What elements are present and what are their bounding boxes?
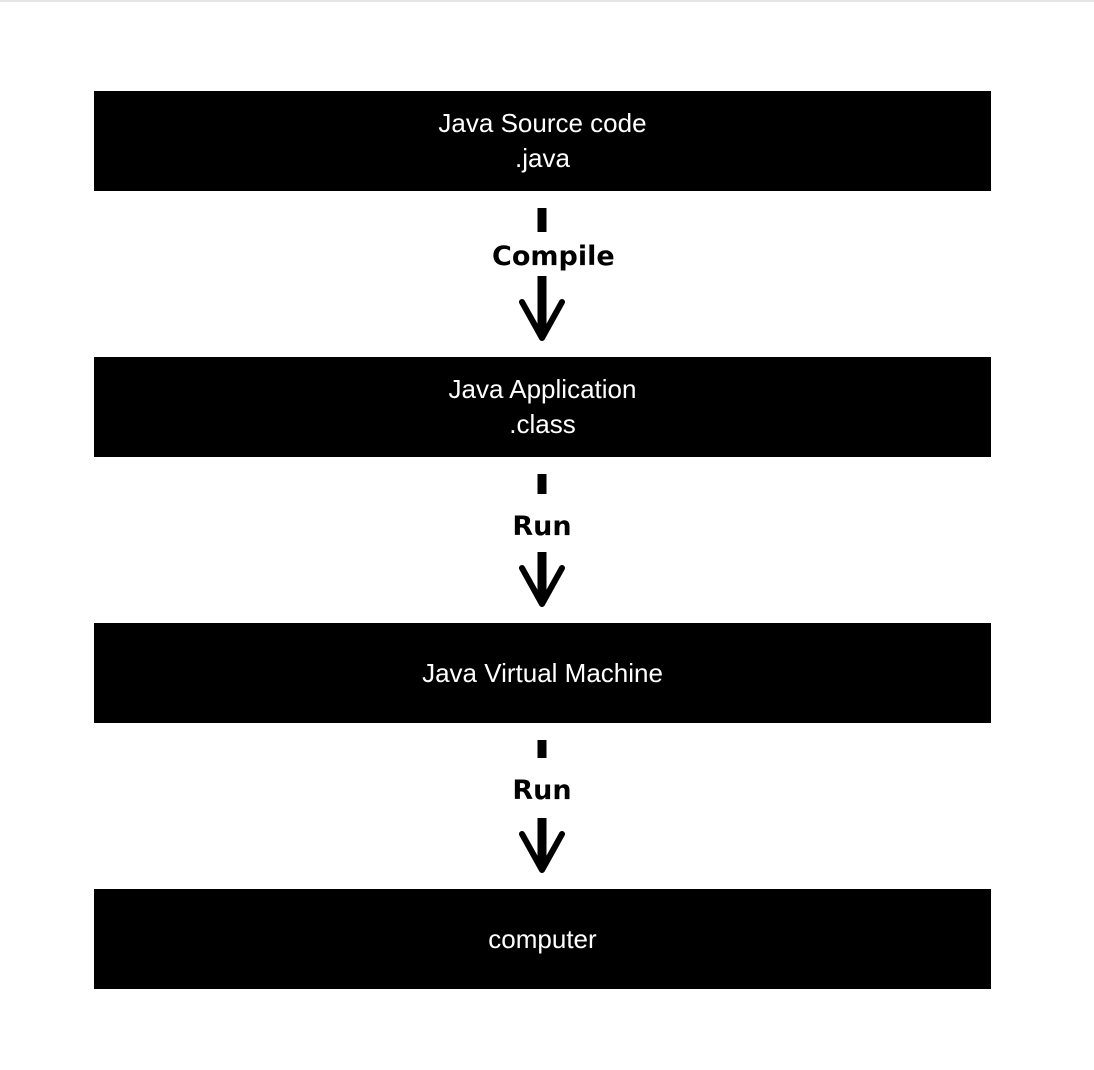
arrow-down-icon xyxy=(519,474,565,607)
top-border xyxy=(0,0,1094,2)
node-java-virtual-machine: Java Virtual Machine xyxy=(94,623,991,723)
node-title: Java Application xyxy=(448,374,637,404)
edge-label: Compile xyxy=(492,240,615,274)
edge-label: Run xyxy=(492,774,592,808)
arrow-down-icon xyxy=(519,208,565,341)
node-title: Java Source code xyxy=(438,108,647,138)
arrow-down-icon xyxy=(519,740,565,873)
node-computer: computer xyxy=(94,889,991,989)
node-java-source-code: Java Source code .java xyxy=(94,91,991,191)
edge-run: Run xyxy=(492,470,592,608)
node-title: computer xyxy=(488,923,597,954)
edge-compile: Compile xyxy=(492,204,615,342)
node-extension: .class xyxy=(509,409,576,439)
node-extension: .java xyxy=(515,143,570,173)
edge-label: Run xyxy=(492,510,592,544)
node-java-application: Java Application .class xyxy=(94,357,991,457)
node-title: Java Virtual Machine xyxy=(422,657,663,688)
edge-run: Run xyxy=(492,736,592,874)
